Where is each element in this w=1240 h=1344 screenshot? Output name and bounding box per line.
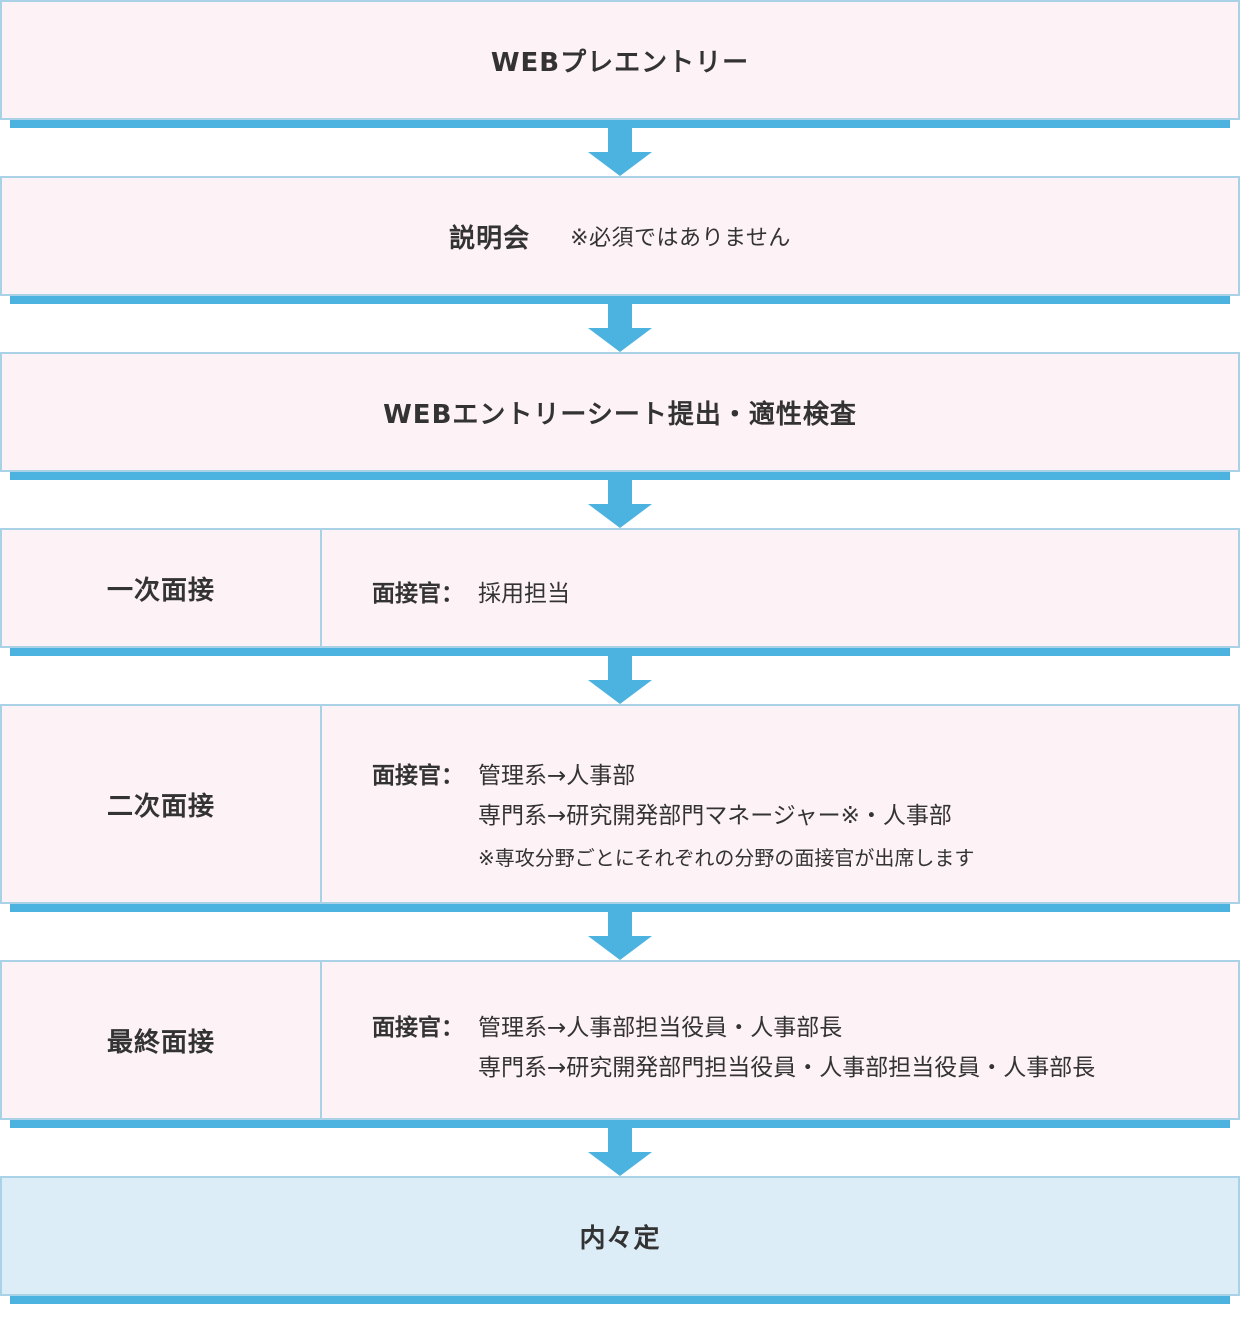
interviewer-note: ※専攻分野ごとにそれぞれの分野の面接官が出席します xyxy=(478,846,975,870)
step-briefing-label: 説明会 xyxy=(449,223,531,254)
interviewer-line: 管理系→人事部担当役員・人事部長 xyxy=(478,1015,843,1041)
interviewer-line: 管理系→人事部 xyxy=(478,763,636,789)
interviewer-line: 採用担当 xyxy=(478,581,570,607)
step-underline xyxy=(10,296,1230,304)
step-second-interview-detail: 面接官： 管理系→人事部 専門系→研究開発部門マネージャー※・人事部 ※専攻分野… xyxy=(322,706,1238,902)
step-first-interview: 一次面接 面接官： 採用担当 xyxy=(0,528,1240,648)
step-pre-entry: WEBプレエントリー xyxy=(0,0,1240,120)
down-arrow-icon xyxy=(588,480,652,528)
step-final-interview: 最終面接 面接官： 管理系→人事部担当役員・人事部長 専門系→研究開発部門担当役… xyxy=(0,960,1240,1120)
step-final-interview-detail: 面接官： 管理系→人事部担当役員・人事部長 専門系→研究開発部門担当役員・人事部… xyxy=(322,962,1238,1118)
step-briefing-note: ※必須ではありません xyxy=(570,226,791,251)
step-offer: 内々定 xyxy=(0,1176,1240,1296)
step-briefing-row: 説明会 ※必須ではありません xyxy=(2,178,1238,294)
step-entry-sheet-label: WEBエントリーシート提出・適性検査 xyxy=(383,399,857,430)
step-underline xyxy=(10,472,1230,480)
step-second-interview-label: 二次面接 xyxy=(2,706,322,902)
interviewer-line: 専門系→研究開発部門担当役員・人事部担当役員・人事部長 xyxy=(478,1055,1096,1081)
step-underline xyxy=(10,904,1230,912)
interviewer-label: 面接官： xyxy=(372,1015,464,1041)
down-arrow-icon xyxy=(588,656,652,704)
step-first-interview-detail: 面接官： 採用担当 xyxy=(322,530,1238,646)
down-arrow-icon xyxy=(588,128,652,176)
step-offer-label: 内々定 xyxy=(579,1223,661,1254)
step-first-interview-label: 一次面接 xyxy=(2,530,322,646)
down-arrow-icon xyxy=(588,1128,652,1176)
step-underline xyxy=(10,648,1230,656)
step-final-interview-label: 最終面接 xyxy=(2,962,322,1118)
step-entry-sheet: WEBエントリーシート提出・適性検査 xyxy=(0,352,1240,472)
down-arrow-icon xyxy=(588,912,652,960)
step-briefing: 説明会 ※必須ではありません xyxy=(0,176,1240,296)
step-pre-entry-label: WEBプレエントリー xyxy=(490,47,750,78)
interviewer-line: 専門系→研究開発部門マネージャー※・人事部 xyxy=(478,803,952,829)
interviewer-label: 面接官： xyxy=(372,763,464,789)
down-arrow-icon xyxy=(588,304,652,352)
step-underline xyxy=(10,120,1230,128)
step-second-interview: 二次面接 面接官： 管理系→人事部 専門系→研究開発部門マネージャー※・人事部 … xyxy=(0,704,1240,904)
interviewer-label: 面接官： xyxy=(372,581,464,607)
step-underline xyxy=(10,1120,1230,1128)
step-underline xyxy=(10,1296,1230,1304)
